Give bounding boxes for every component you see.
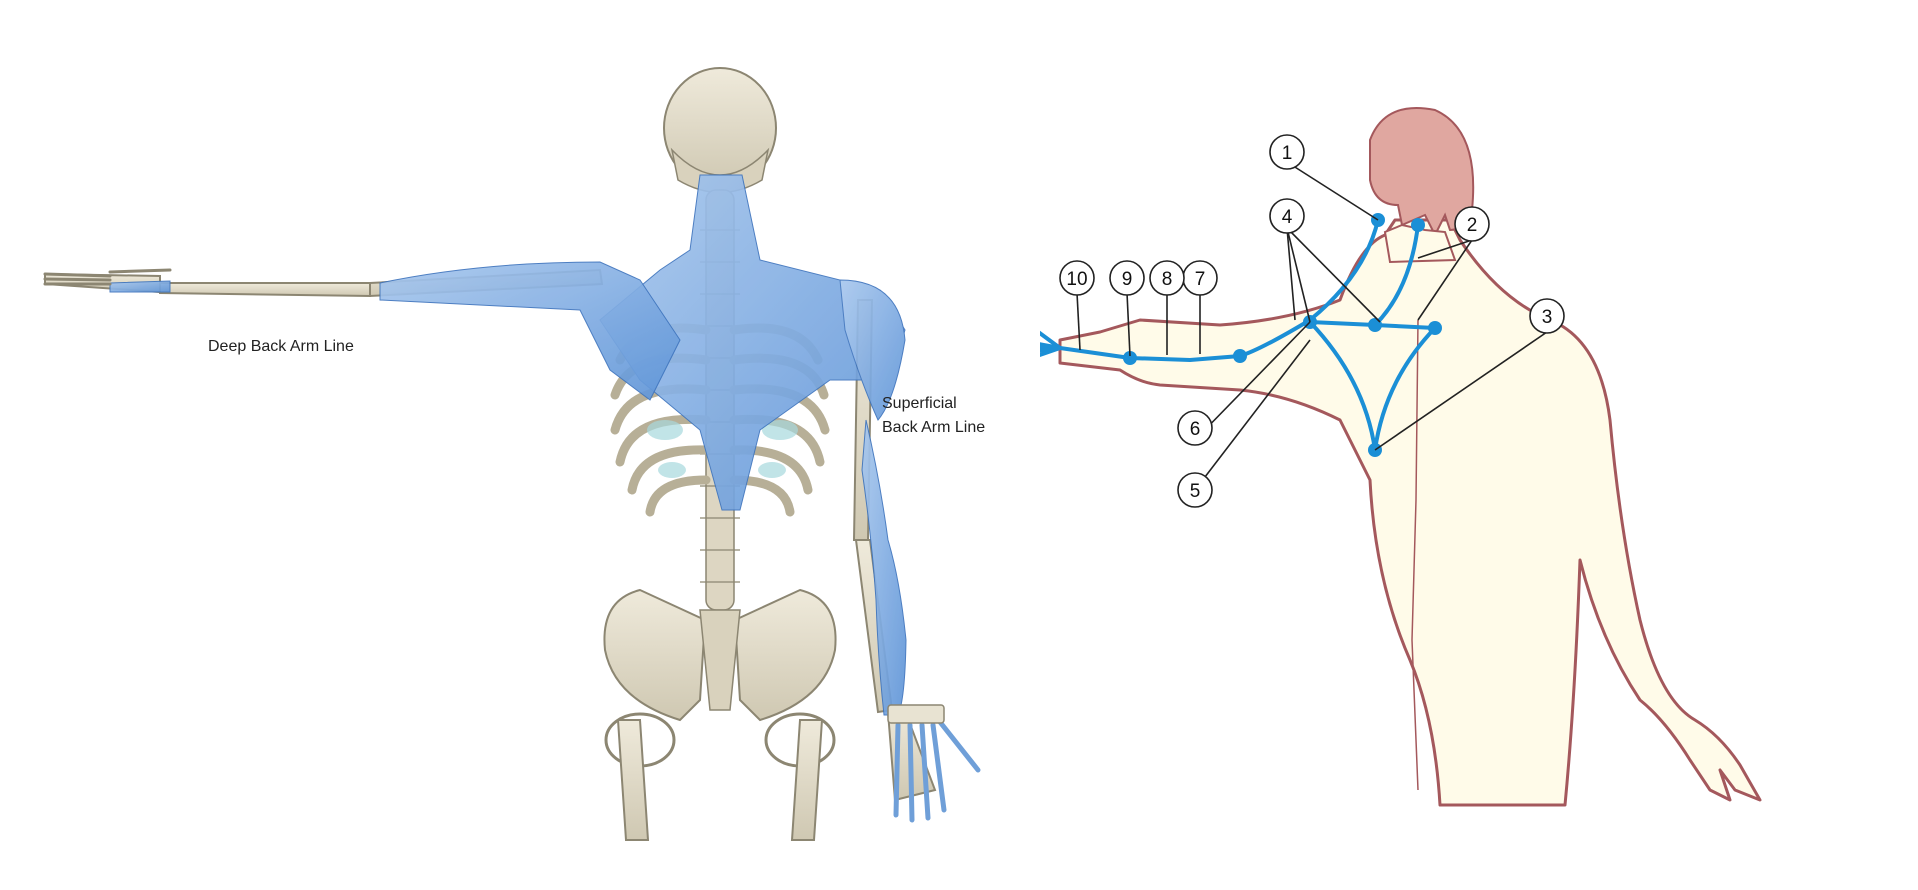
callout-1: 1 — [1269, 134, 1305, 170]
deep-back-arm-line-muscles — [109, 261, 681, 401]
callout-2: 2 — [1454, 206, 1490, 242]
femurs — [616, 719, 824, 841]
svg-text:8: 8 — [1162, 269, 1173, 290]
callout-3: 3 — [1529, 298, 1565, 334]
spine-line — [1411, 319, 1419, 791]
svg-text:10: 10 — [1066, 269, 1087, 290]
wrist-retinaculum — [887, 704, 945, 724]
pelvis — [603, 588, 837, 768]
svg-text:2: 2 — [1467, 215, 1478, 236]
skeleton-illustration — [43, 67, 981, 841]
svg-text:5: 5 — [1190, 481, 1201, 502]
skeleton-illustration-panel: Deep Back Arm Line Superficial Back Arm … — [43, 67, 986, 841]
figure-diagram-panel: 1 2 3 4 5 6 7 8 9 10 11 — [1040, 0, 1918, 890]
callout-5: 5 — [1177, 472, 1213, 508]
deep-back-arm-line-label: Deep Back Arm Line — [208, 338, 354, 355]
callout-7: 7 — [1182, 260, 1218, 296]
callout-6: 6 — [1177, 410, 1213, 446]
svg-text:1: 1 — [1282, 143, 1293, 164]
callout-8: 8 — [1149, 260, 1185, 296]
svg-text:4: 4 — [1282, 207, 1293, 228]
figure-diagram: 1 2 3 4 5 6 7 8 9 10 11 — [1040, 107, 1762, 807]
intercostal-fascia — [647, 420, 798, 478]
svg-text:6: 6 — [1190, 419, 1201, 440]
hanging-hand — [893, 719, 981, 823]
svg-text:3: 3 — [1542, 307, 1553, 328]
callout-leaders — [1076, 161, 1548, 491]
svg-text:7: 7 — [1195, 269, 1206, 290]
callout-10: 10 — [1059, 260, 1095, 296]
callout-9: 9 — [1109, 260, 1145, 296]
neck — [1383, 223, 1457, 264]
body-silhouette — [1058, 218, 1762, 807]
extended-hand — [43, 268, 172, 286]
superficial-back-arm-line-label-line2: Back Arm Line — [882, 419, 986, 436]
superficial-back-arm-line-label-line1: Superficial — [882, 395, 957, 412]
callout-4: 4 — [1269, 198, 1305, 234]
skull — [663, 67, 777, 194]
svg-text:9: 9 — [1122, 269, 1133, 290]
superficial-back-arm-line-muscles — [861, 419, 907, 716]
